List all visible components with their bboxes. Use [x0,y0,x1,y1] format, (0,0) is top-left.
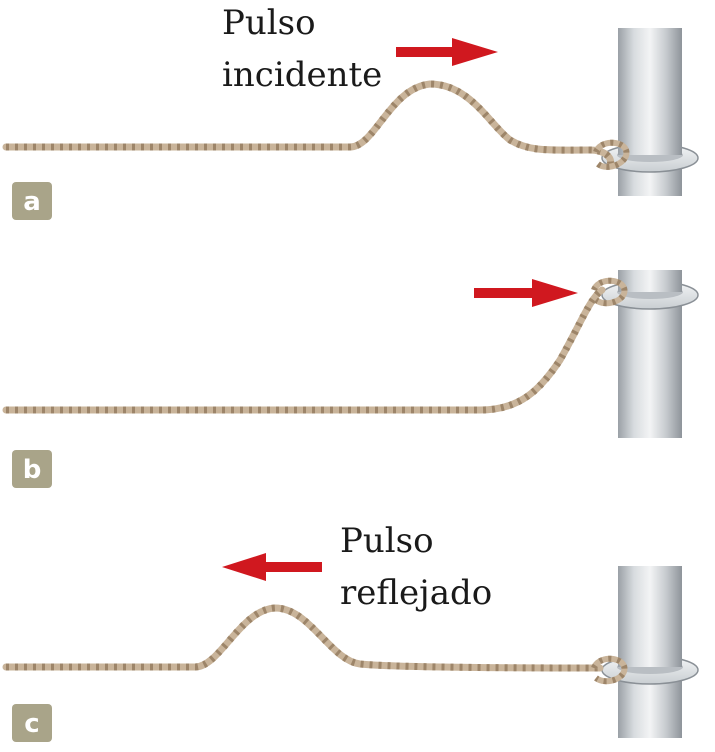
caption-a-line1: Pulso [222,3,316,43]
label-c: c [24,709,39,739]
arrow-a [396,38,498,66]
label-b: b [23,455,42,485]
caption-c-line1: Pulso [340,521,434,561]
panel-c: Pulso reflejado c [2,521,699,742]
label-badge-a: a [12,182,52,220]
panel-b: b [2,270,699,488]
rope-c [2,604,628,685]
arrow-c [222,553,322,581]
rope-b [2,277,628,414]
label-a: a [23,187,41,217]
caption-c-line2: reflejado [340,573,492,613]
arrow-b [474,279,578,307]
caption-a-line2: incidente [222,55,382,95]
ring-c [601,652,699,685]
label-badge-c: c [12,704,52,742]
label-badge-b: b [12,450,52,488]
rope-a [2,80,630,170]
panel-a: Pulso incidente a [2,3,699,220]
